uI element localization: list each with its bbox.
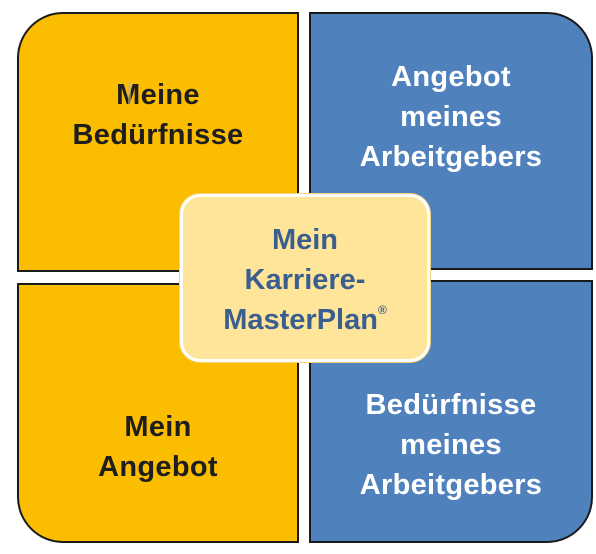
quadrant-label-line: meines — [400, 428, 502, 461]
registered-trademark-mark: ® — [377, 303, 387, 318]
quadrant-label-line: Bedürfnisse — [365, 388, 537, 421]
center-label-line: Karriere- — [244, 264, 366, 296]
quadrant-label-line: Mein — [124, 411, 192, 443]
quadrant-my-offer: Mein Angebot — [17, 283, 299, 543]
quadrant-employer-needs: Bedürfnisse meines Arbeitgebers — [309, 280, 593, 543]
quadrant-label-line: Angebot — [98, 451, 218, 483]
center-label-masterplan: MasterPlan — [223, 304, 378, 336]
quadrant-label-line: Angebot — [391, 61, 511, 93]
center-box-career-masterplan: Mein Karriere- MasterPlan® — [180, 194, 430, 362]
quadrant-my-needs: Meine Bedürfnisse — [17, 12, 299, 272]
quadrant-label-line: Bedürfnisse — [72, 119, 244, 151]
center-label-line-last: MasterPlan® — [223, 300, 387, 340]
center-label-line: Mein — [271, 224, 339, 256]
text-cursor — [128, 82, 131, 104]
quadrant-label-line: Arbeitgebers — [359, 468, 543, 501]
quadrant-label-line: Arbeitgebers — [359, 141, 543, 173]
quadrant-label-line: meines — [400, 101, 502, 133]
